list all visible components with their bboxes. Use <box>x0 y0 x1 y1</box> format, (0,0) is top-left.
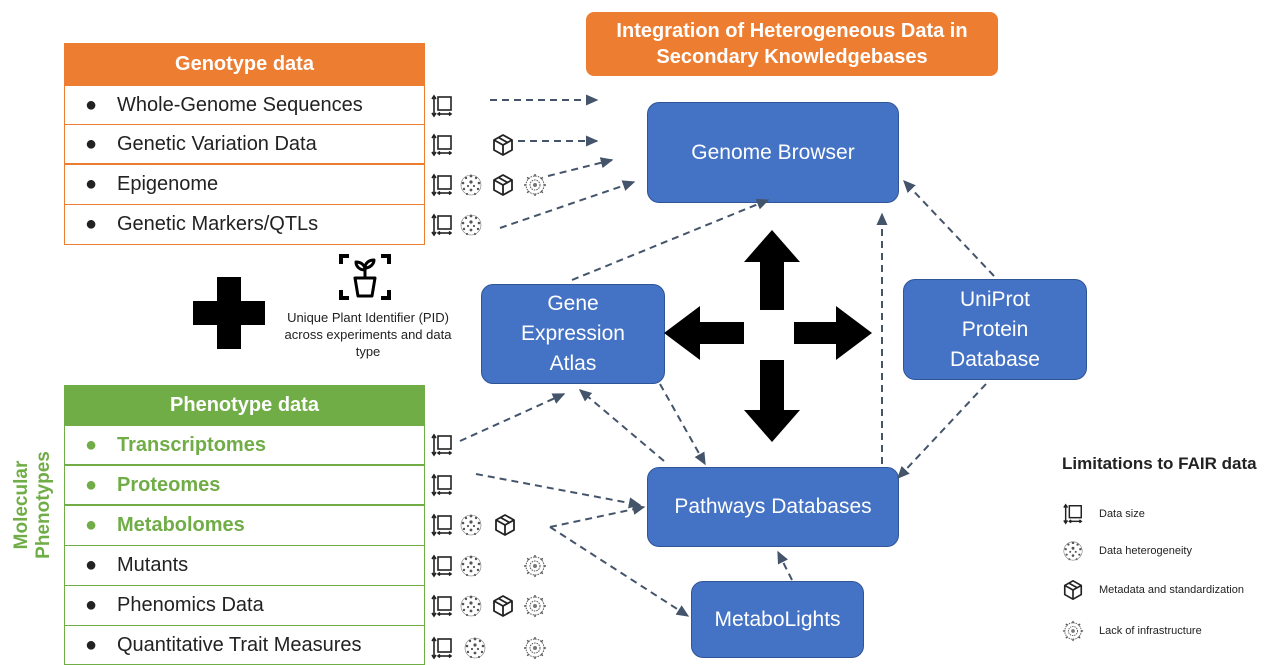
legend-label-infrastructure: Lack of infrastructure <box>1099 625 1202 637</box>
infrastructure-gear-icon <box>523 554 547 578</box>
infrastructure-gear-icon <box>523 173 547 197</box>
data-heterogeneity-icon <box>459 513 483 537</box>
phenotype-header-label: Phenotype data <box>170 393 319 416</box>
data-size-icon <box>430 133 454 157</box>
data-size-icon <box>430 173 454 197</box>
infrastructure-gear-icon <box>523 636 547 660</box>
phenotype-row-label: Mutants <box>117 554 189 576</box>
integration-title: Integration of Heterogeneous Data in Sec… <box>586 12 998 76</box>
bullet: ● <box>84 554 98 576</box>
bullet: ● <box>84 633 98 656</box>
pid-line-2: across experiments and data <box>284 327 452 342</box>
genotype-header-label: Genotype data <box>175 52 314 75</box>
genotype-row: ● Genetic Variation Data <box>64 124 425 164</box>
bullet: ● <box>84 473 98 496</box>
phenotype-row: ● Quantitative Trait Measures <box>64 625 425 665</box>
genotype-row-label: Genetic Variation Data <box>117 132 317 155</box>
pid-line-3: type <box>355 344 381 359</box>
gene-expression-line-2: Expression <box>521 322 625 345</box>
integration-title-line-2: Secondary Knowledgebases <box>656 46 928 68</box>
pid-description: Unique Plant Identifier (PID) across exp… <box>268 309 468 360</box>
phenotype-header: Phenotype data <box>64 385 425 425</box>
plant-pot-icon <box>339 254 391 300</box>
data-heterogeneity-icon <box>459 554 483 578</box>
uniprot-box: UniProt Protein Database <box>903 279 1087 380</box>
data-size-icon <box>430 594 454 618</box>
gene-expression-line-1: Gene <box>547 292 599 315</box>
pid-line-1: Unique Plant Identifier (PID) <box>287 310 449 325</box>
data-heterogeneity-icon <box>463 636 487 660</box>
phenotype-row: ● Proteomes <box>64 465 425 505</box>
genotype-row: ● Whole-Genome Sequences <box>64 85 425 125</box>
genotype-row-label: Genetic Markers/QTLs <box>117 213 319 235</box>
phenotype-row-label: Metabolomes <box>117 514 245 536</box>
phenotype-row: ● Mutants <box>64 545 425 586</box>
data-size-icon <box>430 513 454 537</box>
phenotype-row: ● Phenomics Data <box>64 585 425 626</box>
phenotype-row-label: Transcriptomes <box>117 433 266 456</box>
data-heterogeneity-icon <box>459 173 483 197</box>
legend-label-metadata: Metadata and standardization <box>1099 584 1244 596</box>
gene-expression-line-3: Atlas <box>549 352 597 375</box>
data-heterogeneity-icon <box>1062 540 1084 562</box>
uniprot-line-3: Database <box>950 347 1040 371</box>
data-size-icon <box>430 554 454 578</box>
phenotype-row-label: Phenomics Data <box>117 594 264 616</box>
genotype-row-label: Whole-Genome Sequences <box>117 93 363 116</box>
data-heterogeneity-icon <box>459 594 483 618</box>
pathways-label: Pathways Databases <box>674 495 872 518</box>
legend-label-data-size: Data size <box>1099 508 1145 520</box>
metabolights-label: MetaboLights <box>714 607 841 631</box>
integration-title-line-1: Integration of Heterogeneous Data in <box>616 20 968 42</box>
genotype-header: Genotype data <box>64 43 425 85</box>
metadata-cube-icon <box>491 173 515 197</box>
bullet: ● <box>84 433 98 456</box>
phenotype-row-label: Quantitative Trait Measures <box>117 633 362 656</box>
bullet: ● <box>84 132 98 155</box>
data-size-icon <box>430 94 454 118</box>
bullet: ● <box>84 594 98 616</box>
data-size-icon <box>430 433 454 457</box>
pathways-databases-box: Pathways Databases <box>647 467 899 547</box>
central-four-way-arrows <box>664 230 872 442</box>
uniprot-line-1: UniProt <box>959 287 1031 311</box>
plus-icon <box>193 277 265 349</box>
data-size-icon <box>430 636 454 660</box>
phenotype-row: ● Metabolomes <box>64 505 425 546</box>
legend-title: Limitations to FAIR data <box>1062 454 1257 473</box>
gene-expression-atlas-box: Gene Expression Atlas <box>481 284 665 384</box>
phenotype-row: ● Transcriptomes <box>64 425 425 465</box>
genotype-row-label: Epigenome <box>117 173 219 195</box>
data-size-icon <box>430 213 454 237</box>
genome-browser-box: Genome Browser <box>647 102 899 203</box>
metadata-cube-icon <box>491 594 515 618</box>
uniprot-line-2: Protein <box>961 317 1029 341</box>
infrastructure-gear-icon <box>1062 620 1084 642</box>
data-heterogeneity-icon <box>459 213 483 237</box>
metadata-cube-icon <box>1062 579 1084 601</box>
metabolights-box: MetaboLights <box>691 581 864 658</box>
legend-label-data-heterogeneity: Data heterogeneity <box>1099 545 1192 557</box>
bullet: ● <box>84 173 98 195</box>
bullet: ● <box>84 514 98 536</box>
genome-browser-label: Genome Browser <box>691 140 855 164</box>
infrastructure-gear-icon <box>523 594 547 618</box>
metadata-cube-icon <box>493 513 517 537</box>
bullet: ● <box>84 93 98 116</box>
genotype-row: ● Genetic Markers/QTLs <box>64 204 425 245</box>
phenotype-row-label: Proteomes <box>117 473 221 496</box>
data-size-icon <box>1062 503 1084 525</box>
bullet: ● <box>84 213 98 235</box>
data-size-icon <box>430 473 454 497</box>
metadata-cube-icon <box>491 133 515 157</box>
